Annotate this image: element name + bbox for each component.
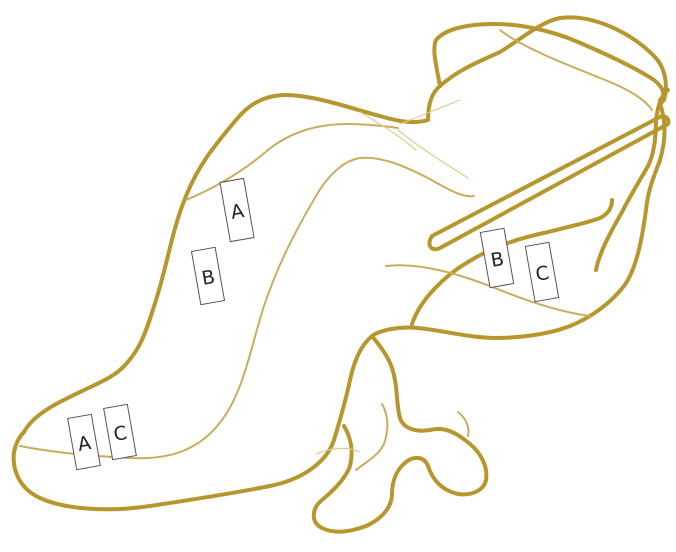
marker-seat-left-a: A bbox=[68, 414, 101, 469]
marker-back-lower: B bbox=[191, 247, 224, 304]
faint-line-2 bbox=[398, 130, 468, 178]
marker-back-upper: A bbox=[220, 178, 254, 241]
cross-bar bbox=[430, 116, 669, 249]
base-frame-outline bbox=[314, 336, 487, 532]
base-inner-support bbox=[356, 404, 388, 470]
marker-right-c: C bbox=[525, 242, 558, 301]
right-lower-outline bbox=[412, 200, 612, 324]
marker-seat-left-c: C bbox=[104, 404, 137, 459]
marker-right-b: B bbox=[480, 228, 513, 287]
seat-left-bolster bbox=[186, 124, 398, 200]
base-foot-detail bbox=[458, 412, 469, 436]
